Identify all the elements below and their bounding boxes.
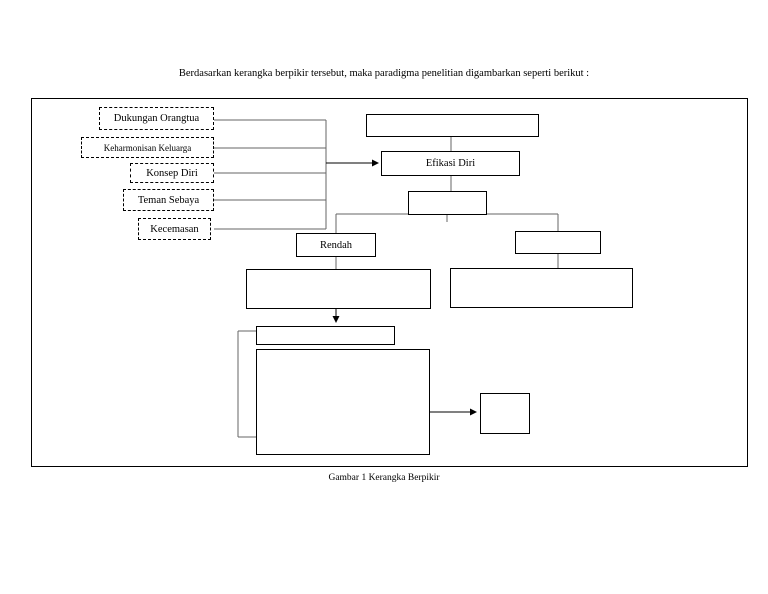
intro-text: Berdasarkan kerangka berpikir tersebut, … <box>178 68 590 79</box>
top-blank-box <box>366 114 539 137</box>
right-detail-box <box>450 268 633 308</box>
outcome-box <box>480 393 530 434</box>
rendah-box: Rendah <box>296 233 376 257</box>
factor-teman-sebaya: Teman Sebaya <box>123 189 214 211</box>
bottom-title-box <box>256 326 395 345</box>
factor-dukungan-orangtua: Dukungan Orangtua <box>99 107 214 130</box>
level-blank-box <box>408 191 487 215</box>
diagram-frame <box>31 98 748 467</box>
figure-caption: Gambar 1 Kerangka Berpikir <box>328 473 440 483</box>
factor-konsep-diri: Konsep Diri <box>130 163 214 183</box>
bottom-body-box <box>256 349 430 455</box>
right-branch-box <box>515 231 601 254</box>
left-detail-box <box>246 269 431 309</box>
factor-kecemasan: Kecemasan <box>138 218 211 240</box>
factor-keharmonisan-keluarga: Keharmonisan Keluarga <box>81 137 214 158</box>
efikasi-diri-box: Efikasi Diri <box>381 151 520 176</box>
